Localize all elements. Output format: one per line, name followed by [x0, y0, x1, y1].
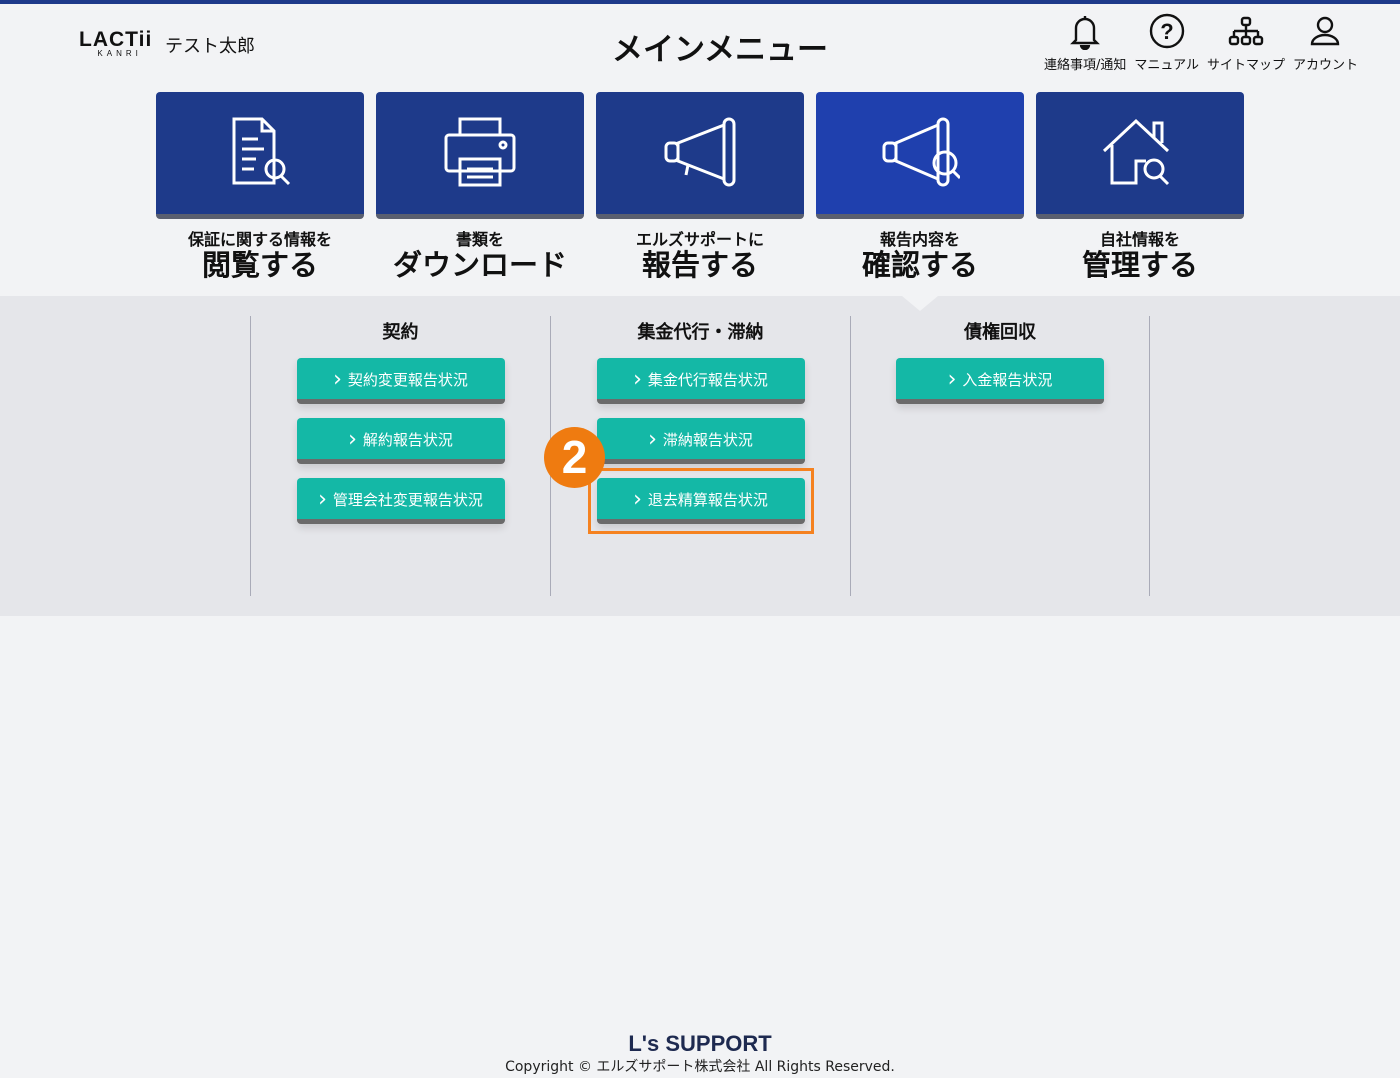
delinquency-status-button[interactable]: 滞納報告状況	[596, 418, 805, 464]
megaphone-icon	[664, 117, 736, 187]
bell-icon	[1070, 16, 1101, 50]
footer: L's SUPPORT Copyright © エルズサポート株式会社 All …	[0, 1032, 1400, 1076]
tile-title: 確認する	[861, 248, 978, 282]
step-badge: 2	[544, 427, 605, 488]
tile-manage-company[interactable]: 自社情報を 管理する	[1036, 92, 1244, 281]
ls-support-logo: L's SUPPORT	[628, 1031, 772, 1056]
account-label: アカウント	[1292, 58, 1358, 73]
copyright: Copyright © エルズサポート株式会社 All Rights Reser…	[505, 1059, 895, 1075]
account-icon	[1311, 16, 1340, 46]
tile-caption: エルズサポートに	[635, 230, 764, 249]
contract-change-status-button[interactable]: 契約変更報告状況	[296, 358, 505, 404]
moveout-settlement-status-button[interactable]: 退去精算報告状況	[596, 478, 805, 524]
tile-title: 報告する	[641, 248, 758, 282]
highlight-box	[588, 468, 814, 534]
column-debt-recovery: 債権回収 入金報告状況	[850, 316, 1150, 596]
tile-check-reports[interactable]: 報告内容を 確認する	[816, 92, 1024, 281]
column-collection: 集金代行・滞納 集金代行報告状況 滞納報告状況 退去精算報告状況	[550, 316, 850, 596]
printer-icon	[444, 117, 516, 187]
account-link[interactable]: アカウント	[1293, 12, 1358, 73]
megaphone-search-icon	[882, 117, 960, 187]
logo-text: LACTii	[79, 28, 153, 51]
tile-title: ダウンロード	[392, 248, 567, 282]
tile-report[interactable]: エルズサポートに 報告する	[596, 92, 804, 281]
collection-status-button[interactable]: 集金代行報告状況	[596, 358, 805, 404]
user-name: テスト太郎	[165, 36, 255, 57]
tile-view-info[interactable]: 保証に関する情報を 閲覧する	[156, 92, 364, 281]
sitemap-icon	[1228, 16, 1264, 46]
sitemap-link[interactable]: サイトマップ	[1207, 12, 1285, 73]
tile-caption: 報告内容を	[879, 230, 960, 249]
house-search-icon	[1102, 118, 1170, 186]
notifications-label: 連絡事項/通知	[1043, 58, 1127, 73]
top-accent-bar	[0, 0, 1400, 4]
logo-subtext: KANRI	[97, 49, 142, 58]
tile-caption: 書類を	[455, 230, 504, 249]
payment-status-button[interactable]: 入金報告状況	[896, 358, 1104, 404]
manual-link[interactable]: ? マニュアル	[1134, 12, 1199, 73]
tile-caption: 自社情報を	[1099, 230, 1180, 249]
tile-title: 管理する	[1081, 248, 1198, 282]
management-change-status-button[interactable]: 管理会社変更報告状況	[296, 478, 505, 524]
notifications-link[interactable]: 連絡事項/通知	[1044, 12, 1126, 73]
sitemap-label: サイトマップ	[1206, 58, 1285, 73]
column-title: 契約	[382, 322, 419, 343]
cancellation-status-button[interactable]: 解約報告状況	[296, 418, 505, 464]
manual-label: マニュアル	[1134, 58, 1199, 73]
header-actions: 連絡事項/通知 ? マニュアル サイトマップ アカウント	[1044, 12, 1358, 73]
column-contract: 契約 契約変更報告状況 解約報告状況 管理会社変更報告状況	[250, 316, 550, 596]
active-tile-pointer	[902, 296, 938, 311]
main-tiles: 保証に関する情報を 閲覧する 書類を ダウンロード エルズサポートに 報告する …	[156, 92, 1244, 281]
tile-caption: 保証に関する情報を	[187, 230, 332, 249]
tile-title: 閲覧する	[201, 248, 318, 282]
column-title: 債権回収	[964, 322, 1036, 343]
help-icon: ?	[1149, 13, 1184, 49]
document-search-icon	[232, 117, 291, 186]
page-title: メインメニュー	[611, 32, 829, 68]
tile-download[interactable]: 書類を ダウンロード	[376, 92, 584, 281]
svg-text:?: ?	[1160, 19, 1173, 44]
column-title: 集金代行・滞納	[637, 322, 764, 343]
